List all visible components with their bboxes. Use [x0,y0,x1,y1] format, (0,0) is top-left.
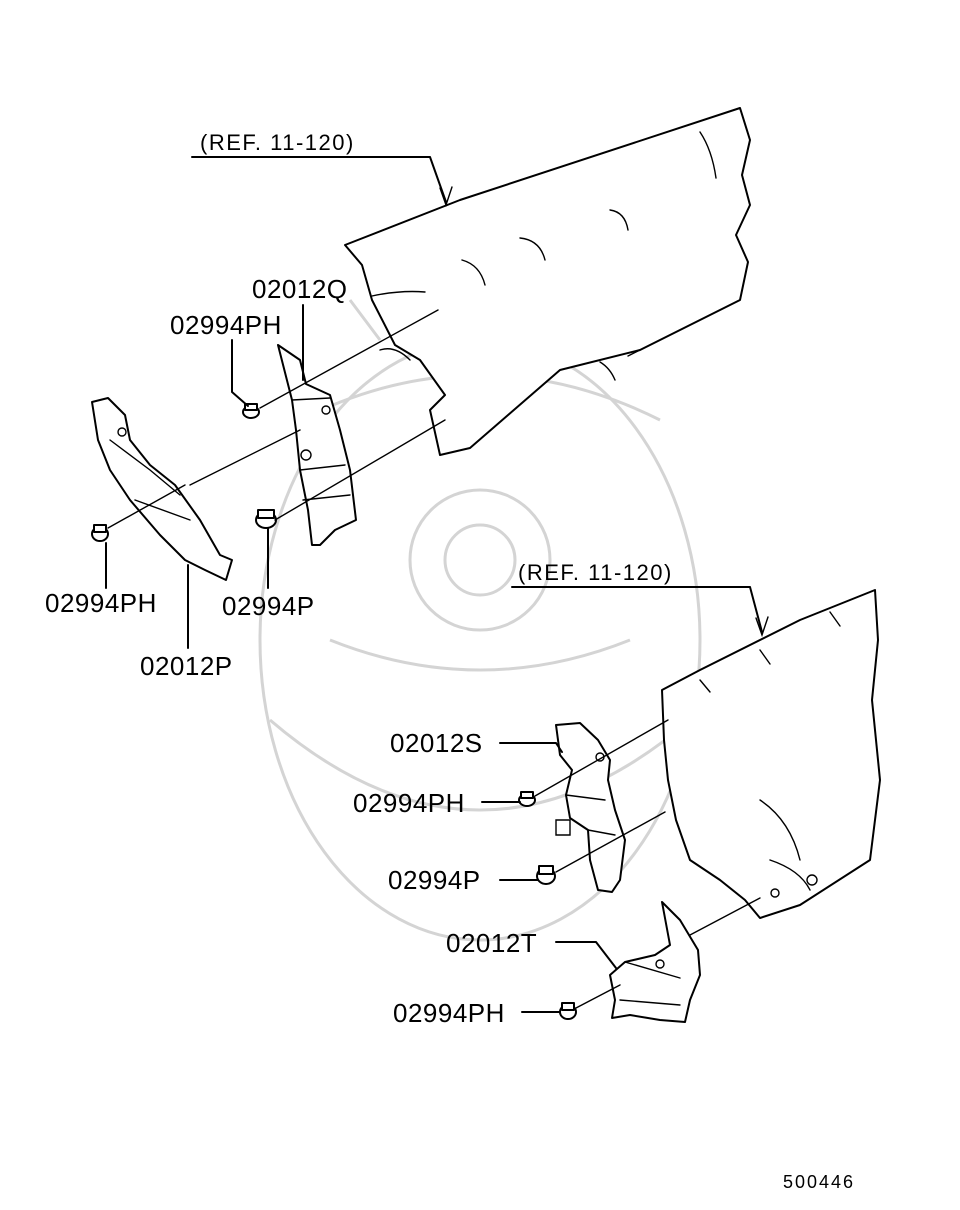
lower-leaders [481,586,769,1013]
bolt-icon [536,865,556,885]
lower-cover-02012T [609,901,701,1023]
lower-bolts [518,791,577,1020]
upper-assembly-lines [107,309,446,529]
lower-engine-block [661,589,881,919]
bolt-icon [518,791,536,807]
diagram-code: 500446 [783,1172,855,1192]
bolt-icon [255,509,277,529]
upper-gasket-02012Q [277,344,357,546]
part-label-02994PH-lower-b: 02994PH [393,998,505,1028]
part-label-02994PH-upper-bolt: 02994PH [170,310,282,340]
part-label-02012S: 02012S [390,728,483,758]
upper-leaders [105,156,453,649]
part-label-02994PH-lower-a: 02994PH [353,788,465,818]
upper-engine-block [344,107,751,456]
bolt-icon [242,403,260,419]
upper-cover-02012P [91,397,233,581]
part-label-02994PH-upper-left: 02994PH [45,588,157,618]
reference-upper: (REF. 11-120) [200,130,355,155]
part-label-02994P-upper: 02994P [222,591,315,621]
lower-cover-02012S [555,722,626,893]
reference-lower: (REF. 11-120) [518,560,673,585]
part-label-02012T: 02012T [446,928,537,958]
bolt-icon [559,1002,577,1020]
upper-bolts [91,403,277,542]
part-label-02012P: 02012P [140,651,233,681]
part-label-02994P-lower: 02994P [388,865,481,895]
lower-assembly-lines [534,719,761,1009]
part-label-02012Q: 02012Q [252,274,348,304]
bolt-icon [91,524,109,542]
